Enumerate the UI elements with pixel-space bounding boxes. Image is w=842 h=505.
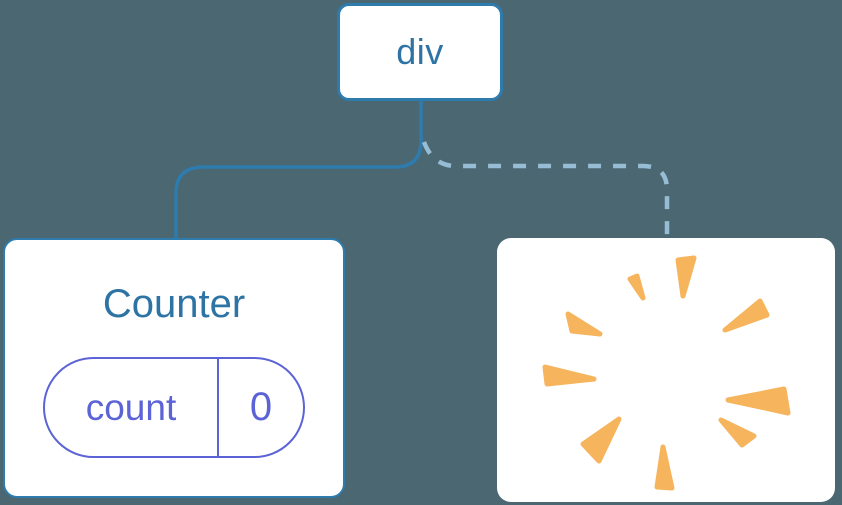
dashed-edge-to-removed bbox=[421, 141, 670, 239]
counter-component-node: Counter count 0 bbox=[3, 238, 345, 498]
state-pill: count 0 bbox=[43, 357, 305, 458]
poof-burst-icon bbox=[542, 255, 791, 491]
root-div-label: div bbox=[396, 31, 444, 72]
state-value: 0 bbox=[249, 385, 273, 429]
root-div-node: div bbox=[337, 3, 503, 101]
solid-edge-to-counter bbox=[174, 101, 423, 239]
state-key: count bbox=[45, 359, 219, 456]
removed-component-node bbox=[497, 238, 835, 502]
counter-title: Counter bbox=[102, 282, 246, 326]
